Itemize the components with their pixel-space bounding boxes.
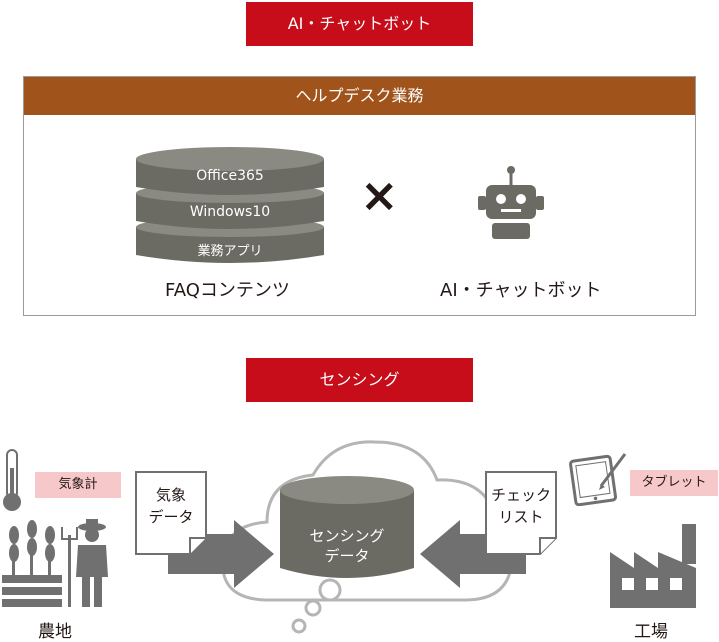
sensing-data-line1: センシング (309, 527, 385, 545)
robot-icon (478, 166, 544, 239)
checklist-doc-line2: リスト (498, 508, 544, 526)
sensing-label: センシング (246, 358, 473, 402)
weather-gauge-tag: 気象計 (35, 472, 121, 498)
farm-icon (2, 519, 108, 607)
factory-icon (610, 524, 696, 608)
weather-doc-line1: 気象 (155, 486, 186, 504)
db-layer-office365: Office365 (196, 168, 264, 184)
checklist-doc-line1: チェック (490, 486, 551, 504)
panel-header: ヘルプデスク業務 (24, 77, 695, 115)
weather-doc-line2: データ (148, 508, 194, 526)
tablet-tag: タブレット (630, 470, 718, 496)
db-layer-windows10: Windows10 (189, 204, 271, 220)
sensing-data-line2: データ (324, 547, 370, 565)
db-layer-business-app: 業務アプリ (197, 244, 263, 259)
factory-label: 工場 (634, 622, 668, 642)
faq-database-icon (136, 147, 324, 263)
sensing-database-icon (280, 476, 414, 578)
bot-caption: AI・チャットボット (440, 280, 602, 301)
helpdesk-panel: ヘルプデスク業務 (23, 76, 696, 316)
thermometer-icon (3, 449, 21, 511)
checklist-document-icon (485, 471, 557, 555)
times-icon: × (360, 168, 399, 222)
faq-caption: FAQコンテンツ (165, 280, 290, 301)
weather-data-document-icon (135, 471, 207, 555)
top-label-ai-chatbot: AI・チャットボット (246, 2, 473, 46)
tablet-icon (569, 453, 627, 506)
farmland-label: 農地 (38, 622, 72, 642)
